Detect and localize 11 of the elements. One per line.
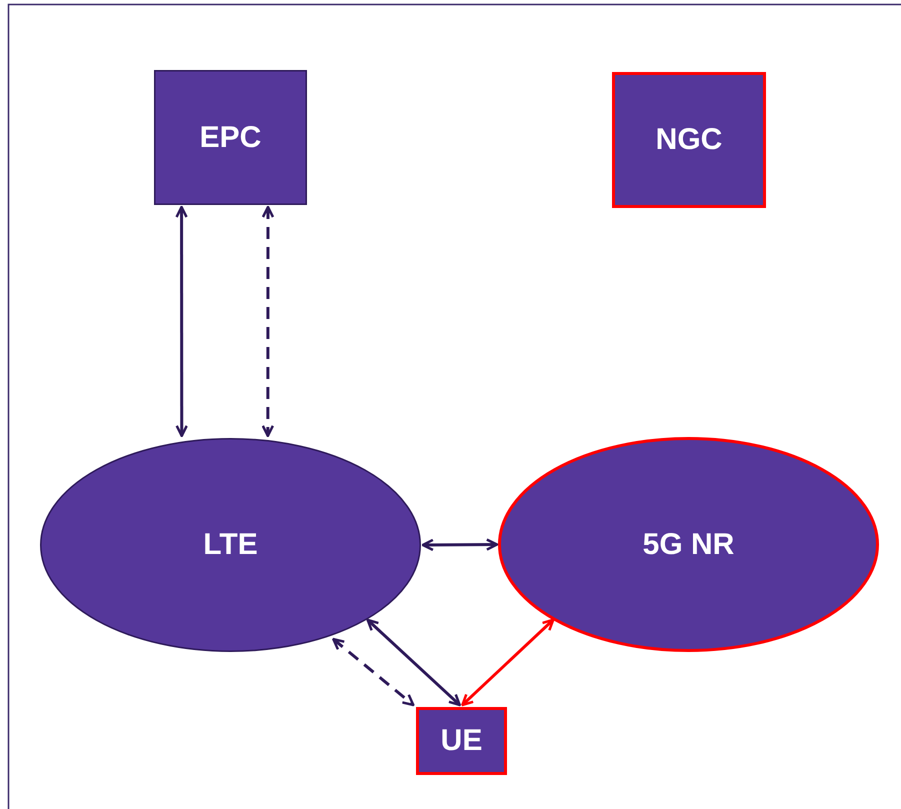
double-arrow — [262, 206, 274, 438]
node-label: LTE — [203, 528, 258, 562]
node-label: 5G NR — [642, 528, 734, 562]
double-arrow — [366, 618, 461, 706]
double-arrow — [332, 638, 415, 706]
double-arrow — [461, 618, 554, 706]
double-arrow — [175, 206, 188, 438]
node-label: EPC — [200, 120, 262, 154]
node-label: UE — [440, 724, 482, 758]
node-label: NGC — [656, 123, 722, 157]
double-arrow — [422, 538, 498, 552]
